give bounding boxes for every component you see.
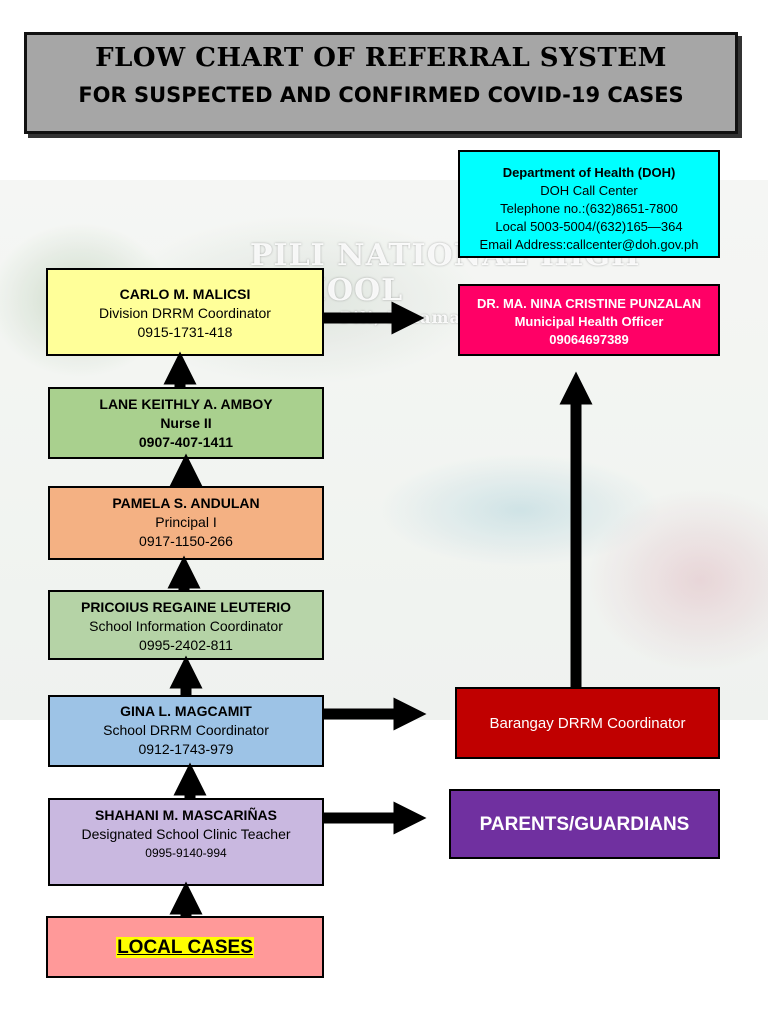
division-phone: 0915-1731-418 <box>137 324 233 340</box>
principal-role: Principal I <box>155 514 217 530</box>
clinic-role: Designated School Clinic Teacher <box>81 826 291 842</box>
info-role: School Information Coordinator <box>89 618 283 634</box>
node-local-cases: LOCAL CASES <box>46 916 324 978</box>
mho-role: Municipal Health Officer <box>514 314 664 329</box>
doh-line-4: Email Address:callcenter@doh.gov.ph <box>479 237 699 252</box>
node-doh: Department of Health (DOH) DOH Call Cent… <box>458 150 720 258</box>
principal-phone: 0917-1150-266 <box>139 533 233 549</box>
doh-line-3: Local 5003-5004/(632)165—364 <box>495 219 683 234</box>
nurse-name: LANE KEITHLY A. AMBOY <box>99 396 273 412</box>
division-name: CARLO M. MALICSI <box>119 286 251 302</box>
mho-name: DR. MA. NINA CRISTINE PUNZALAN <box>476 296 702 311</box>
drrm-role: School DRRM Coordinator <box>103 722 269 738</box>
drrm-name: GINA L. MAGCAMIT <box>120 703 252 719</box>
title-banner: FLOW CHART OF REFERRAL SYSTEM FOR SUSPEC… <box>24 32 738 134</box>
local-cases-label: LOCAL CASES <box>116 937 254 958</box>
node-clinic-teacher: SHAHANI M. MASCARIÑAS Designated School … <box>48 798 324 886</box>
title-line-1: FLOW CHART OF REFERRAL SYSTEM <box>95 43 667 73</box>
node-barangay-drrm: Barangay DRRM Coordinator <box>455 687 720 759</box>
mho-phone: 09064697389 <box>549 332 629 347</box>
nurse-phone: 0907-407-1411 <box>138 434 234 450</box>
info-phone: 0995-2402-811 <box>139 637 233 653</box>
nurse-role: Nurse II <box>160 415 212 431</box>
parents-label: PARENTS/GUARDIANS <box>479 814 690 835</box>
doh-name: Department of Health (DOH) <box>502 165 676 180</box>
node-information-coordinator: PRICOIUS REGAINE LEUTERIO School Informa… <box>48 590 324 660</box>
doh-line-1: DOH Call Center <box>540 183 638 198</box>
doh-line-2: Telephone no.:(632)8651-7800 <box>500 201 678 216</box>
clinic-phone: 0995-9140-994 <box>145 846 227 860</box>
title-line-2: FOR SUSPECTED AND CONFIRMED COVID-19 CAS… <box>78 83 684 107</box>
barangay-label: Barangay DRRM Coordinator <box>489 715 686 732</box>
node-parents-guardians: PARENTS/GUARDIANS <box>449 789 720 859</box>
node-principal: PAMELA S. ANDULAN Principal I 0917-1150-… <box>48 486 324 560</box>
node-municipal-health-officer: DR. MA. NINA CRISTINE PUNZALAN Municipal… <box>458 284 720 356</box>
division-role: Division DRRM Coordinator <box>99 305 271 321</box>
node-nurse: LANE KEITHLY A. AMBOY Nurse II 0907-407-… <box>48 387 324 459</box>
info-name: PRICOIUS REGAINE LEUTERIO <box>80 599 292 615</box>
clinic-name: SHAHANI M. MASCARIÑAS <box>95 807 277 823</box>
node-school-drrm: GINA L. MAGCAMIT School DRRM Coordinator… <box>48 695 324 767</box>
principal-name: PAMELA S. ANDULAN <box>112 495 260 511</box>
drrm-phone: 0912-1743-979 <box>138 741 234 757</box>
node-division-drrm: CARLO M. MALICSI Division DRRM Coordinat… <box>46 268 324 356</box>
